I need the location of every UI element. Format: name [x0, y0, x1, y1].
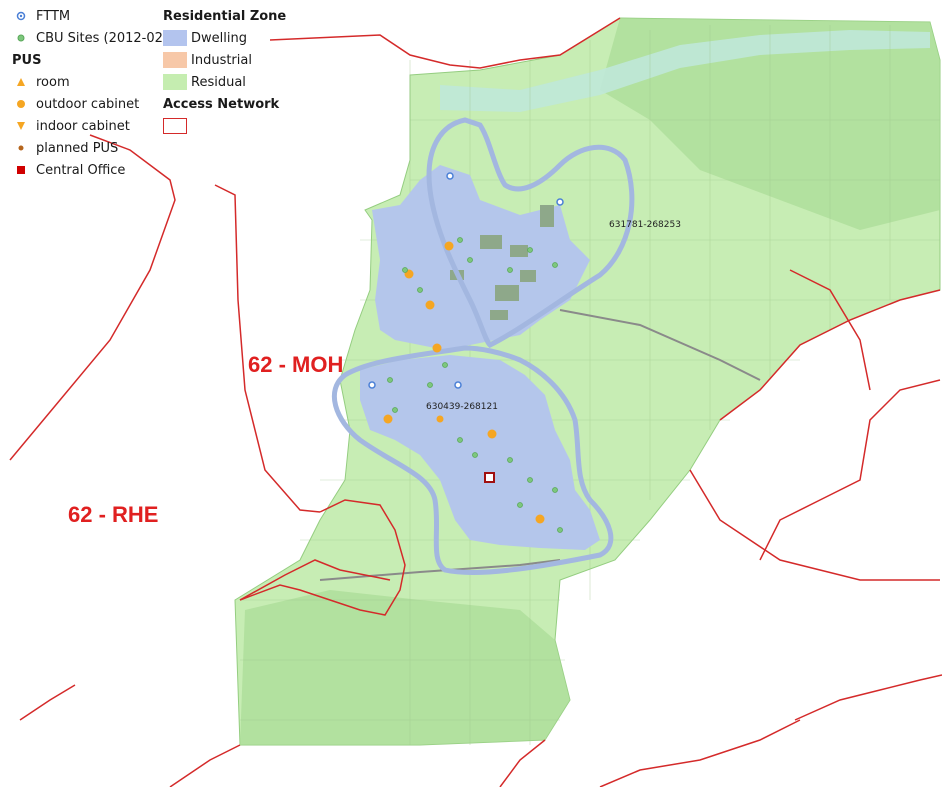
cbu-sites: [387, 237, 563, 533]
legend-label: room: [36, 74, 70, 90]
site-label-north[interactable]: 631781-268253: [609, 220, 681, 230]
outdoor-cabinet-marker[interactable]: [535, 514, 545, 524]
river: [440, 30, 930, 112]
fttm-icon: [12, 11, 30, 21]
legend-heading-pus: PUS: [12, 52, 42, 68]
legend-label: indoor cabinet: [36, 118, 130, 134]
fttm-ring-north: [426, 117, 635, 349]
small-dot-icon: [12, 143, 30, 153]
outdoor-cabinet-marker[interactable]: [425, 300, 435, 310]
outdoor-cabinet-marker[interactable]: [383, 414, 393, 424]
dwelling-area-south: [360, 355, 600, 550]
access-network-swatch: [163, 118, 187, 134]
legend-label: Industrial: [191, 52, 252, 68]
legend-item-planned-pus: planned PUS: [12, 137, 168, 159]
map-grid: [240, 25, 940, 745]
legend-item-dwelling: Dwelling: [163, 27, 286, 49]
zone-label-rhe: 62 - RHE: [68, 502, 159, 527]
triangle-up-icon: [12, 77, 30, 87]
legend-label: FTTM: [36, 8, 71, 24]
forest-patch-south: [240, 590, 570, 745]
zone-label-moh: 62 - MOH: [248, 352, 344, 377]
legend-item-industrial: Industrial: [163, 49, 286, 71]
legend-item-outdoor-cabinet: outdoor cabinet: [12, 93, 168, 115]
central-office-marker[interactable]: [484, 472, 495, 483]
legend-label: Dwelling: [191, 30, 247, 46]
cbu-site-icon: [12, 33, 30, 43]
legend-item-fttm: FTTM: [12, 5, 168, 27]
dwelling-swatch: [163, 30, 187, 46]
square-icon: [12, 165, 30, 175]
legend-heading-residential-zone: Residential Zone: [163, 8, 287, 24]
fttm-markers: [368, 172, 564, 389]
outdoor-cabinet-marker[interactable]: [487, 429, 497, 439]
fttm-ring-south: [331, 345, 614, 575]
legend-label: outdoor cabinet: [36, 96, 140, 112]
legend-left: FTTM CBU Sites (2012-02) PUS room outdoo…: [12, 5, 168, 181]
legend-label: planned PUS: [36, 140, 119, 156]
legend-label: Central Office: [36, 162, 126, 178]
legend-heading-access-network: Access Network: [163, 96, 280, 112]
industrial-swatch: [163, 52, 187, 68]
legend-label: Residual: [191, 74, 246, 90]
legend-item-access-network: [163, 115, 286, 137]
outdoor-cabinet-marker[interactable]: [444, 241, 454, 251]
legend-item-indoor-cabinet: indoor cabinet: [12, 115, 168, 137]
legend-right: Residential Zone Dwelling Industrial Res…: [163, 5, 286, 137]
triangle-down-icon: [12, 121, 30, 131]
railway-north: [559, 309, 761, 381]
outdoor-cabinet-marker[interactable]: [436, 415, 444, 423]
circle-icon: [12, 99, 30, 109]
legend-label: CBU Sites (2012-02): [36, 30, 168, 46]
outdoor-cabinet-marker[interactable]: [432, 343, 442, 353]
legend-item-room: room: [12, 71, 168, 93]
residual-swatch: [163, 74, 187, 90]
legend-item-cbu-sites: CBU Sites (2012-02): [12, 27, 168, 49]
access-network-boundaries: [9, 17, 942, 787]
legend-item-central-office: Central Office: [12, 159, 168, 181]
site-label-south[interactable]: 630439-268121: [426, 402, 498, 412]
legend-item-residual: Residual: [163, 71, 286, 93]
outdoor-cabinets: [383, 241, 545, 524]
